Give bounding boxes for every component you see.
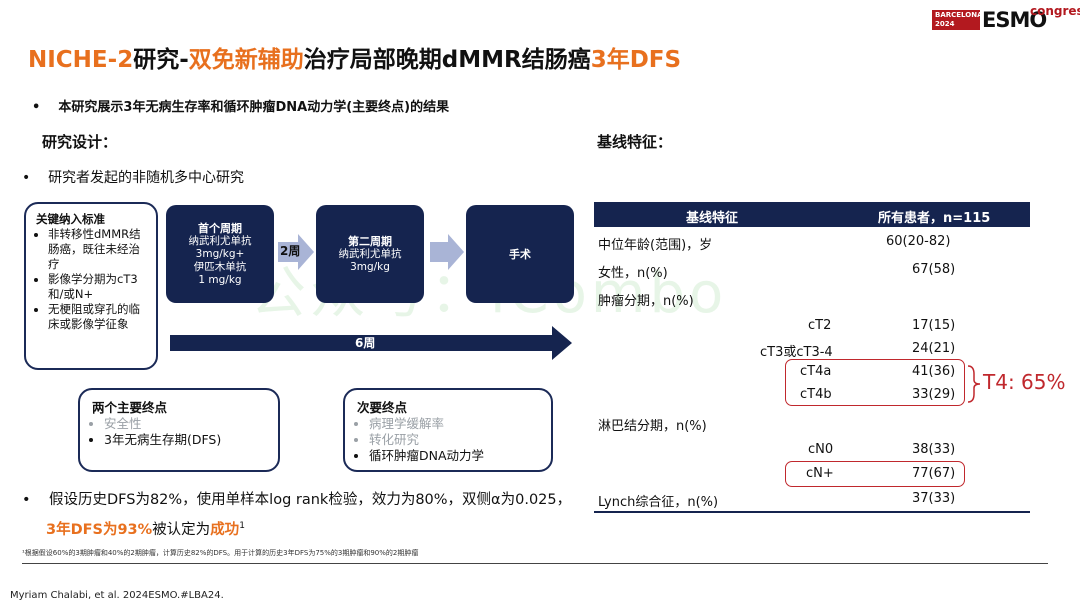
hypothesis-target: 3年DFS为93% [46,521,153,538]
inclusion-item: 无梗阻或穿孔的临床或影像学征象 [48,302,150,332]
col-header-characteristic: 基线特征 [686,211,739,226]
title-study: 研究- [133,47,189,73]
duration-label: 6周 [355,336,376,350]
duration-arrow-icon [170,326,572,360]
primary-endpoints-box: 两个主要终点 安全性 3年无病生存期(DFS) [78,388,280,472]
cycle2-drug: 纳武利尤单抗 [338,247,402,260]
row-value: 37(33) [912,491,956,506]
logo-city-badge: BARCELONA 2024 [932,10,983,30]
logo-city: BARCELONA [935,11,983,19]
primary-item: 安全性 [104,416,266,432]
row-value: 60(20-82) [886,234,951,249]
secondary-item: 循环肿瘤DNA动力学 [369,448,539,464]
surgery-label: 手术 [509,247,531,261]
title-trial-name: NICHE-2 [28,47,134,73]
row-label: cN+ [806,466,834,481]
row-value: 38(33) [912,442,956,457]
row-label: 中位年龄(范围)，岁 [598,238,713,253]
footnote-marker: 1 [239,521,245,531]
to-surgery-arrow-icon [430,234,464,270]
design-heading: 研究设计： [42,133,118,151]
footer-divider [22,563,1048,564]
hypothesis-text2: 被认定为 [152,521,211,538]
row-value: 24(21) [912,341,956,356]
row-value: 67(58) [912,262,956,277]
row-value: 77(67) [912,466,956,481]
cycle1-drug1: 纳武利尤单抗 [188,234,252,247]
cycle1-dose2: 1 mg/kg [198,273,242,286]
inclusion-item: 非转移性dMMR结肠癌，既往未经治疗 [48,227,150,272]
design-bullet: • 研究者发起的非随机多中心研究 [22,170,245,186]
row-label: Lynch综合征，n(%) [598,495,719,510]
row-label: cT4b [800,387,832,402]
cycle2-heading: 第二周期 [348,234,392,248]
hypothesis-success: 成功 [210,521,240,538]
logo-suffix: congress [1030,4,1080,18]
title-endpoint: 3年DFS [590,47,682,73]
row-value: 41(36) [912,364,956,379]
secondary-endpoints-box: 次要终点 病理学缓解率 转化研究 循环肿瘤DNA动力学 [343,388,553,472]
slide-title: NICHE-2研究-双免新辅助治疗局部晚期dMMR结肠癌3年DFS [28,40,681,74]
row-label: 淋巴结分期，n(%) [598,419,707,434]
secondary-item: 转化研究 [369,432,539,448]
row-label: cT4a [800,364,832,379]
brace-icon [967,365,981,403]
intro-bullet: • 本研究展示3年无病生存率和循环肿瘤DNA动力学(主要终点)的结果 [32,100,450,115]
t4-summary: T4: 65% [983,370,1066,394]
esmo-logo: BARCELONA 2024 ESMO congress [932,4,1080,32]
row-label: 肿瘤分期，n(%) [598,294,694,309]
col-header-all-patients: 所有患者，n=115 [878,211,991,226]
cycle1-box: 首个周期 纳武利尤单抗 3mg/kg+ 伊匹木单抗 1 mg/kg [166,205,274,303]
row-label: cT2 [808,318,832,333]
cn-plus-highlight-box [785,461,965,487]
secondary-heading: 次要终点 [357,400,408,415]
inclusion-item: 影像学分期为cT3和/或N+ [48,272,150,302]
surgery-box: 手术 [466,205,574,303]
row-value: 17(15) [912,318,956,333]
cycle1-dose1: 3mg/kg+ [195,247,245,260]
row-label: cT3或cT3-4 [760,345,833,360]
intro-text: 本研究展示3年无病生存率和循环肿瘤DNA动力学(主要终点)的结果 [58,100,450,115]
cycle1-drug2: 伊匹木单抗 [193,260,247,273]
inclusion-heading: 关键纳入标准 [36,212,105,226]
row-label: cN0 [808,442,834,457]
footnote: ¹根据假设60%的3期肿瘤和40%的2期肿瘤，计算历史82%的DFS。用于计算的… [22,549,419,557]
baseline-heading: 基线特征： [597,133,673,151]
row-value: 33(29) [912,387,956,402]
table-bottom-rule [594,511,1030,513]
title-regimen: 双免新辅助 [188,47,304,73]
inclusion-criteria-box: 关键纳入标准 非转移性dMMR结肠癌，既往未经治疗 影像学分期为cT3和/或N+… [24,202,158,370]
hypothesis-text: 假设历史DFS为82%，使用单样本log rank检验，效力为80%，双侧α为0… [49,492,572,508]
interval-arrow-icon [278,234,314,270]
cycle2-box: 第二周期 纳武利尤单抗 3mg/kg [316,205,424,303]
design-bullet-text: 研究者发起的非随机多中心研究 [48,170,245,186]
interval-label: 2周 [280,244,301,258]
title-indication: 治疗局部晚期dMMR结肠癌 [303,47,591,73]
table-header: 基线特征 所有患者，n=115 [594,202,1030,227]
hypothesis-bullet: • 假设历史DFS为82%，使用单样本log rank检验，效力为80%，双侧α… [22,492,572,538]
cycle1-heading: 首个周期 [198,221,242,235]
cycle2-dose: 3mg/kg [350,260,390,273]
citation: Myriam Chalabi, et al. 2024ESMO.#LBA24. [10,590,224,601]
logo-year: 2024 [935,20,955,28]
secondary-item: 病理学缓解率 [369,416,539,432]
primary-item: 3年无病生存期(DFS) [104,432,266,448]
primary-heading: 两个主要终点 [92,400,168,415]
row-label: 女性，n(%) [598,266,668,281]
t4-highlight-box [785,359,965,406]
logo-name: ESMO [982,8,1047,32]
